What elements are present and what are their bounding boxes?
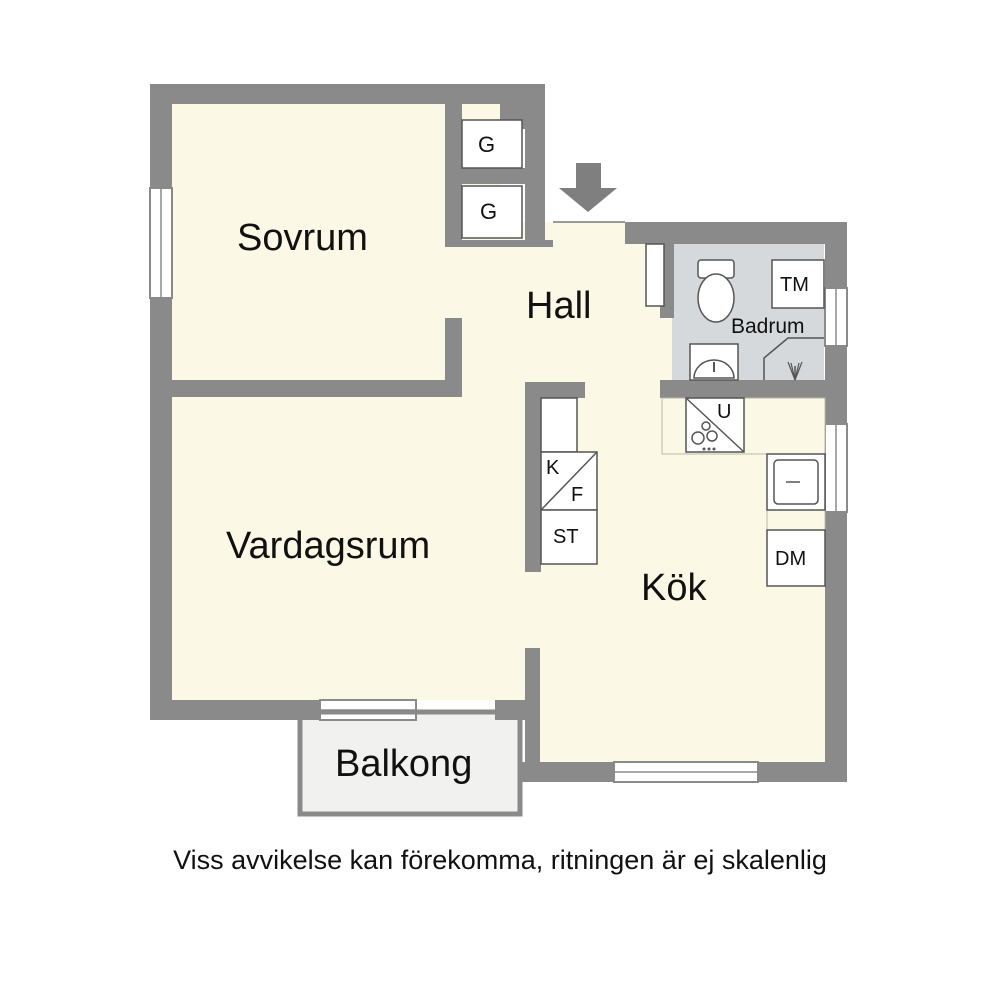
hall-floor	[445, 222, 675, 400]
garderob-2-label: G	[480, 199, 497, 224]
balcony-railing	[297, 709, 523, 817]
kyl-label: K	[546, 457, 560, 479]
hall-label: Hall	[526, 285, 591, 327]
wall-sovrum-bottom	[150, 380, 462, 397]
badrum-label: Badrum	[731, 315, 805, 338]
kok-corridor-floor	[525, 560, 545, 650]
wall-closet-bottom	[445, 240, 553, 247]
disclaimer-text: Viss avvikelse kan förekomma, ritningen …	[173, 845, 827, 875]
tvattmaskin-label: TM	[780, 274, 809, 296]
tvattmaskin	[771, 259, 825, 309]
balkong-label: Balkong	[335, 743, 472, 785]
wall-closet-divider	[445, 168, 525, 184]
frys-label: F	[571, 484, 583, 506]
wall-kitchen-island-top	[525, 382, 585, 398]
wall-kitchen-island	[525, 382, 541, 572]
diskmaskin	[766, 529, 826, 587]
wall-kok-left-lower	[525, 648, 540, 782]
wall-bottom-left	[150, 700, 320, 720]
kitchen-island: K F ST	[540, 397, 598, 565]
wall-bath-bottom	[660, 380, 847, 398]
room-labels: Sovrum Hall Vardagsrum Kök Balkong	[226, 217, 707, 785]
vardagsrum-label: Vardagsrum	[226, 525, 430, 567]
kitchen-counter-right: DM	[766, 453, 826, 587]
wall-sovrum-right	[445, 318, 462, 397]
ugn-stove: U	[685, 397, 745, 453]
shower-icon	[763, 337, 824, 381]
badrum-fixtures: TM Badrum	[689, 259, 825, 381]
stove-icon	[691, 421, 718, 451]
wall-entry-right	[625, 222, 847, 244]
hall-shelf	[645, 243, 665, 307]
wall-top-left	[150, 84, 545, 104]
garderob-closets: G G	[461, 119, 523, 239]
kitchen-counter-top: U	[661, 397, 826, 455]
kok-label: Kök	[641, 567, 707, 609]
garderob-1-label: G	[478, 132, 495, 157]
window-layer	[149, 187, 848, 783]
stadskap	[540, 509, 598, 565]
ugn-label: U	[717, 401, 731, 423]
wall-left	[150, 84, 172, 720]
stadskap-label: ST	[553, 526, 579, 548]
washbasin-icon	[689, 343, 739, 381]
toilet-icon	[697, 259, 735, 323]
diskmaskin-label: DM	[775, 548, 806, 570]
wall-top-middle	[525, 84, 545, 244]
kitchen-sink-icon	[766, 453, 826, 511]
garderob-2	[461, 185, 523, 239]
sovrum-label: Sovrum	[237, 217, 368, 259]
floor-plan: G G TM Badrum	[149, 84, 848, 817]
entrance-arrow-icon	[559, 163, 617, 212]
balkong-floor	[302, 714, 518, 812]
garderob-1	[461, 119, 523, 169]
vardagsrum-floor	[172, 396, 542, 700]
